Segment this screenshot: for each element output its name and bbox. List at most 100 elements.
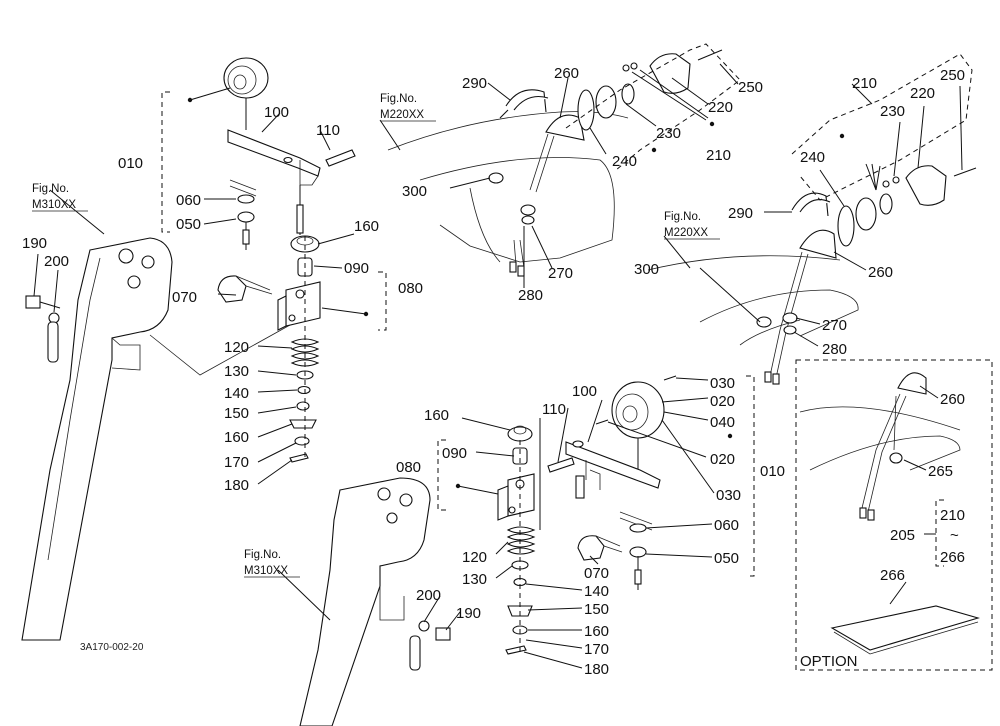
- label-030: 030: [710, 375, 735, 392]
- label-190: 190: [456, 605, 481, 622]
- connector: [242, 229, 250, 245]
- work-lamp-right: [611, 381, 665, 439]
- label-090: 090: [344, 260, 369, 277]
- right-lower-assembly: [299, 375, 755, 726]
- label-120: 120: [224, 339, 249, 356]
- ring-240-b: [837, 205, 855, 247]
- clamp-070-right: [577, 535, 605, 561]
- hole: [118, 248, 134, 264]
- lamp-260-b: [799, 229, 837, 259]
- fig-ref-number: M220XX: [664, 227, 708, 239]
- label-060: 060: [176, 192, 201, 209]
- label-130: 130: [224, 363, 249, 380]
- label-090: 090: [442, 445, 467, 462]
- label-150: 150: [224, 405, 249, 422]
- label-200: 200: [44, 253, 69, 270]
- nut-265: [889, 452, 903, 464]
- washer-050: [237, 211, 255, 223]
- nut-300-a: [488, 172, 504, 184]
- label-280: 280: [822, 341, 847, 358]
- label-260: 260: [868, 264, 893, 281]
- bolt-110-left: [325, 149, 356, 167]
- label-250: 250: [940, 67, 965, 84]
- label-100: 100: [264, 104, 289, 121]
- nut-060: [237, 194, 255, 204]
- label-240: 240: [800, 149, 825, 166]
- label-265: 265: [928, 463, 953, 480]
- label-020: 020: [710, 451, 735, 468]
- label-140: 140: [224, 385, 249, 402]
- label-060: 060: [714, 517, 739, 534]
- label-030: 030: [716, 487, 741, 504]
- ring-240-a: [577, 89, 595, 131]
- label-290: 290: [728, 205, 753, 222]
- label-260: 260: [554, 65, 579, 82]
- label-160: 160: [224, 429, 249, 446]
- label-200: 200: [416, 587, 441, 604]
- option-border: [795, 359, 993, 671]
- option-box: [795, 359, 993, 671]
- label-300: 300: [634, 261, 659, 278]
- label-180: 180: [224, 477, 249, 494]
- label-280: 280: [518, 287, 543, 304]
- label-160: 160: [354, 218, 379, 235]
- label-266: 266: [940, 549, 965, 566]
- label-110: 110: [316, 122, 340, 139]
- lens-230-a: [595, 85, 617, 119]
- label-150: 150: [584, 601, 609, 618]
- spring-stack-right: [505, 526, 536, 655]
- bolt-110-right: [547, 457, 575, 473]
- fender-panel-left: [21, 237, 173, 641]
- bracket-100-left: [227, 129, 321, 177]
- label-300: 300: [402, 183, 427, 200]
- work-lamp-left: [223, 57, 269, 99]
- nut-300-b: [756, 316, 772, 328]
- label-220: 220: [910, 85, 935, 102]
- label-070: 070: [172, 289, 197, 306]
- label-050: 050: [176, 216, 201, 233]
- fig-ref-number: M310XX: [244, 565, 288, 577]
- label-070: 070: [584, 565, 609, 582]
- fig-ref-label: Fig.No.: [244, 549, 281, 561]
- manual-266: [830, 605, 980, 651]
- label-210: 210: [940, 507, 965, 524]
- label-210: 210: [852, 75, 877, 92]
- figure-references: Fig.No. M310XX Fig.No. M220XX Fig.No. M2…: [32, 93, 720, 578]
- left-assembly: [21, 57, 387, 641]
- label-020: 020: [710, 393, 735, 410]
- hole: [127, 275, 141, 289]
- label-250: 250: [738, 79, 763, 96]
- label-270: 270: [548, 265, 573, 282]
- label-100: 100: [572, 383, 597, 400]
- label-010: 010: [118, 155, 143, 172]
- label-290: 290: [462, 75, 487, 92]
- label-140: 140: [584, 583, 609, 600]
- label-205: 205: [890, 527, 915, 544]
- fender-panel-right: [299, 477, 431, 726]
- label-160: 160: [424, 407, 449, 424]
- housing-220-b: [905, 165, 947, 206]
- label-180: 180: [584, 661, 609, 678]
- stud: [296, 204, 304, 234]
- bracket-100-right: [565, 441, 661, 489]
- label-170: 170: [584, 641, 609, 658]
- right-upper-assembly: [647, 53, 977, 385]
- part-labels: 010 060 050 100 110 160 090 080 070 120 …: [22, 65, 965, 678]
- label-230: 230: [656, 125, 681, 142]
- label-120: 120: [462, 549, 487, 566]
- bolt-190: [25, 295, 41, 309]
- label-270: 270: [822, 317, 847, 334]
- pin-200-b: [409, 635, 421, 671]
- label-010: 010: [760, 463, 785, 480]
- fig-ref-number: M310XX: [32, 199, 76, 211]
- label-050: 050: [714, 550, 739, 567]
- label-040: 040: [710, 414, 735, 431]
- label-266: 266: [880, 567, 905, 584]
- label-260: 260: [940, 391, 965, 408]
- drawing-code: 3A170-002-20: [80, 642, 144, 653]
- label-130: 130: [462, 571, 487, 588]
- label-240: 240: [612, 153, 637, 170]
- pin-200: [47, 321, 59, 363]
- label-210: 210: [706, 147, 731, 164]
